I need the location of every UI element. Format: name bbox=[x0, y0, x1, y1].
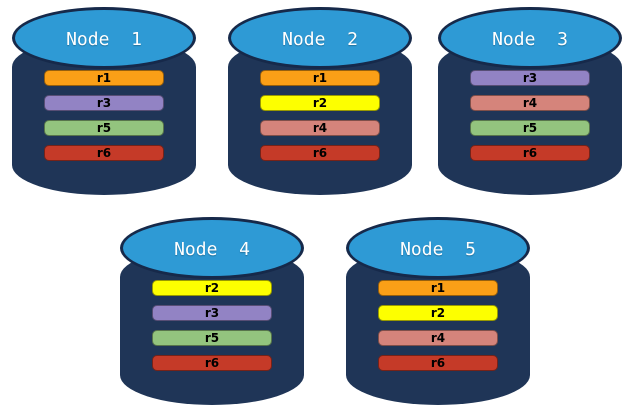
replica-bar: r6 bbox=[260, 145, 380, 161]
replica-bar: r6 bbox=[44, 145, 164, 161]
replica-bar: r6 bbox=[470, 145, 590, 161]
cylinder-top: Node 4 bbox=[120, 217, 304, 279]
replica-bar: r5 bbox=[152, 330, 272, 346]
replica-bar: r4 bbox=[260, 120, 380, 136]
replica-bar: r1 bbox=[378, 280, 498, 296]
node-2-cylinder: Node 2 r1 r2 r4 r6 bbox=[228, 7, 412, 195]
node-1-cylinder: Node 1 r1 r3 r5 r6 bbox=[12, 7, 196, 195]
replica-list: r1 r2 r4 r6 bbox=[260, 70, 380, 161]
replica-bar: r1 bbox=[260, 70, 380, 86]
node-label: Node 2 bbox=[282, 28, 358, 50]
replica-bar: r5 bbox=[470, 120, 590, 136]
replica-bar: r5 bbox=[44, 120, 164, 136]
cylinder-top: Node 1 bbox=[12, 7, 196, 69]
cylinder-top: Node 3 bbox=[438, 7, 622, 69]
replica-bar: r6 bbox=[378, 355, 498, 371]
replica-bar: r4 bbox=[378, 330, 498, 346]
replica-bar: r3 bbox=[44, 95, 164, 111]
node-5-cylinder: Node 5 r1 r2 r4 r6 bbox=[346, 217, 530, 405]
cylinder-top: Node 2 bbox=[228, 7, 412, 69]
replica-bar: r3 bbox=[470, 70, 590, 86]
replica-bar: r2 bbox=[378, 305, 498, 321]
node-label: Node 1 bbox=[66, 28, 142, 50]
replica-list: r3 r4 r5 r6 bbox=[470, 70, 590, 161]
cylinder-top: Node 5 bbox=[346, 217, 530, 279]
replica-bar: r1 bbox=[44, 70, 164, 86]
replica-bar: r2 bbox=[152, 280, 272, 296]
node-label: Node 3 bbox=[492, 28, 568, 50]
replica-list: r1 r3 r5 r6 bbox=[44, 70, 164, 161]
replica-list: r2 r3 r5 r6 bbox=[152, 280, 272, 371]
replica-bar: r6 bbox=[152, 355, 272, 371]
replica-bar: r2 bbox=[260, 95, 380, 111]
replica-bar: r3 bbox=[152, 305, 272, 321]
replica-bar: r4 bbox=[470, 95, 590, 111]
node-3-cylinder: Node 3 r3 r4 r5 r6 bbox=[438, 7, 622, 195]
node-label: Node 5 bbox=[400, 238, 476, 260]
node-4-cylinder: Node 4 r2 r3 r5 r6 bbox=[120, 217, 304, 405]
replica-list: r1 r2 r4 r6 bbox=[378, 280, 498, 371]
node-label: Node 4 bbox=[174, 238, 250, 260]
